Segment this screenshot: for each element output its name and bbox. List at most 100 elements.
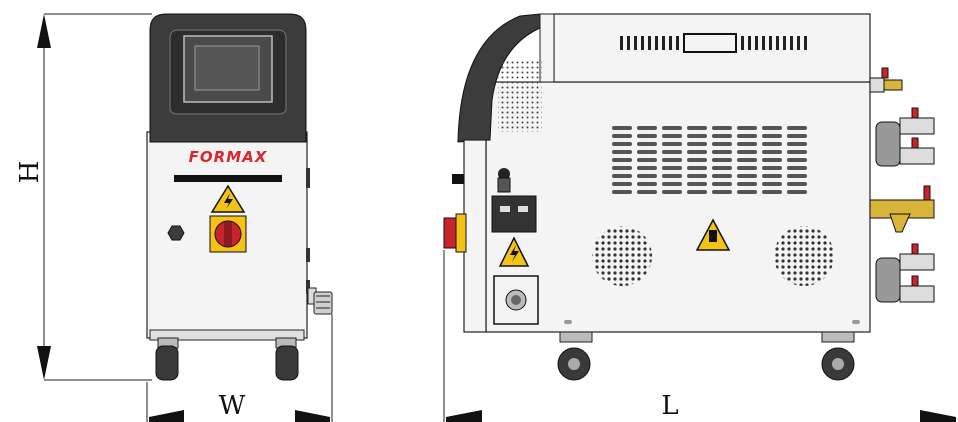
louver-slot <box>662 182 682 186</box>
louver-slot <box>762 134 782 138</box>
louver-slot <box>737 174 757 178</box>
arrow-down-icon <box>37 346 51 380</box>
brand-logo: FORMAX <box>189 148 268 166</box>
louver-slot <box>687 126 707 130</box>
louver-slot <box>712 174 732 178</box>
louver-slot <box>612 190 632 194</box>
length-label: L <box>661 391 678 421</box>
louver-slot <box>612 150 632 154</box>
louver-slot <box>637 182 657 186</box>
louver-slot <box>787 126 807 130</box>
louver-slot <box>762 150 782 154</box>
louver-slot <box>787 134 807 138</box>
emergency-switch-icon <box>443 213 467 253</box>
louver-slot <box>762 166 782 170</box>
louver-slot <box>712 158 732 162</box>
electrical-hazard-icon <box>498 236 530 267</box>
louver-slot <box>787 142 807 146</box>
front-slot <box>174 175 282 182</box>
louver-slot <box>687 174 707 178</box>
louver-slot <box>712 126 732 130</box>
louver-slot <box>637 158 657 162</box>
louver-slot <box>612 126 632 130</box>
main-switch-icon <box>209 215 247 253</box>
side-louvers <box>612 126 807 194</box>
louver-slot <box>637 126 657 130</box>
hot-surface-warning-icon <box>695 218 731 251</box>
fan-grille-right <box>774 226 834 286</box>
side-control-panel <box>491 168 539 325</box>
louver-slot <box>737 190 757 194</box>
louver-slot <box>687 158 707 162</box>
side-hood <box>457 13 541 143</box>
louver-slot <box>787 166 807 170</box>
width-dimension: W <box>146 314 333 422</box>
louver-slot <box>687 142 707 146</box>
louver-slot <box>762 190 782 194</box>
louver-slot <box>712 142 732 146</box>
louver-slot <box>712 150 732 154</box>
louver-slot <box>737 134 757 138</box>
louver-slot <box>687 182 707 186</box>
louver-slot <box>662 126 682 130</box>
louver-slot <box>612 174 632 178</box>
louver-slot <box>687 190 707 194</box>
louver-slot <box>612 182 632 186</box>
louver-slot <box>712 182 732 186</box>
louver-slot <box>662 142 682 146</box>
height-dimension: H <box>15 13 152 381</box>
side-view <box>443 13 935 381</box>
louver-slot <box>737 158 757 162</box>
front-view: FORMAX <box>146 13 333 381</box>
top-vents <box>620 33 807 53</box>
fan-grille-left <box>592 226 652 286</box>
louver-slot <box>737 166 757 170</box>
cable-gland-icon <box>307 287 333 315</box>
louver-slot <box>612 158 632 162</box>
louver-slot <box>662 190 682 194</box>
louver-slot <box>787 158 807 162</box>
louver-slot <box>662 150 682 154</box>
louver-slot <box>612 134 632 138</box>
louver-slot <box>762 142 782 146</box>
louver-slot <box>737 126 757 130</box>
louver-slot <box>687 150 707 154</box>
hex-button-icon <box>167 225 185 241</box>
louver-slot <box>762 126 782 130</box>
louver-slot <box>612 166 632 170</box>
caster-wheel-icon <box>557 331 855 381</box>
side-body <box>485 81 871 333</box>
louver-slot <box>762 174 782 178</box>
louver-slot <box>662 166 682 170</box>
louver-slot <box>662 174 682 178</box>
electrical-hazard-icon <box>210 184 246 213</box>
louver-slot <box>787 190 807 194</box>
louver-slot <box>712 134 732 138</box>
louver-slot <box>762 158 782 162</box>
pipe-fittings <box>869 67 935 303</box>
louver-slot <box>687 134 707 138</box>
louver-slot <box>637 174 657 178</box>
width-label: W <box>219 391 246 421</box>
louver-slot <box>637 166 657 170</box>
louver-slot <box>787 150 807 154</box>
louver-slot <box>712 190 732 194</box>
height-label: H <box>15 161 45 184</box>
louver-slot <box>637 142 657 146</box>
valve-icon <box>875 257 901 303</box>
louver-slot <box>787 174 807 178</box>
louver-slot <box>637 134 657 138</box>
caster-wheel-icon <box>155 337 299 381</box>
louver-slot <box>712 166 732 170</box>
arrow-up-icon <box>37 14 51 48</box>
louver-slot <box>662 134 682 138</box>
length-dimension: L <box>443 250 956 422</box>
louver-slot <box>637 150 657 154</box>
valve-icon <box>875 121 901 167</box>
hood-perforation <box>498 60 542 132</box>
louver-slot <box>737 150 757 154</box>
louver-slot <box>787 182 807 186</box>
louver-slot <box>637 190 657 194</box>
louver-slot <box>737 182 757 186</box>
